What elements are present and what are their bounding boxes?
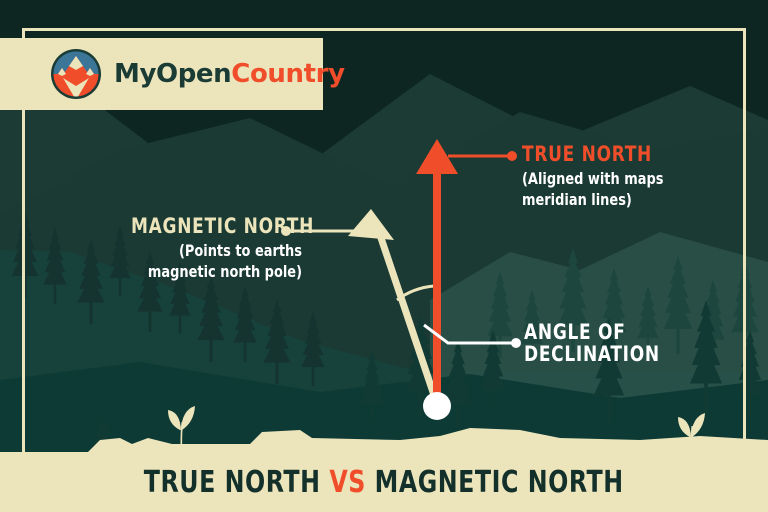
angle-of-declination-leader	[423, 323, 521, 348]
sprout-left-icon	[168, 406, 195, 444]
footer-title-part2: MAGNETIC NORTH	[366, 464, 624, 500]
footer-title-vs: VS	[329, 464, 367, 500]
true-north-subtitle-line2: meridian lines)	[522, 190, 632, 210]
angle-of-declination-title-line2: DECLINATION	[524, 341, 660, 366]
annotation-magnetic-north: MAGNETIC NORTH (Points to earths magneti…	[112, 214, 315, 282]
magnetic-north-subtitle-line1: (Points to earths	[178, 240, 302, 260]
true-north-title: TRUE NORTH	[522, 142, 653, 166]
logo-word-country: Country	[231, 59, 345, 89]
pivot-point	[423, 392, 451, 420]
annotation-angle-of-declination: ANGLE OF DECLINATION	[524, 320, 675, 366]
logo-wordmark: MyOpenCountry	[114, 59, 345, 89]
true-north-subtitle-line1: (Aligned with maps	[522, 168, 664, 188]
angle-of-declination-title-line1: ANGLE OF	[524, 320, 626, 344]
mountain-circle-logo-icon	[51, 49, 101, 99]
right-hill	[430, 232, 768, 400]
magnetic-north-subtitle-line2: magnetic north pole)	[147, 262, 302, 282]
true-north-leader	[448, 151, 517, 161]
logo-word-myopen: MyOpen	[114, 59, 232, 89]
sprout-right-icon	[678, 413, 705, 450]
magnetic-north-arrow	[348, 209, 441, 406]
footer-title-part1: TRUE NORTH	[144, 464, 330, 500]
annotation-true-north: TRUE NORTH (Aligned with maps meridian l…	[522, 142, 679, 210]
footer-title: TRUE NORTH VS MAGNETIC NORTH	[144, 465, 624, 500]
true-north-arrow	[416, 139, 458, 406]
magnetic-north-leader	[281, 226, 368, 236]
logo-banner[interactable]: MyOpenCountry	[0, 38, 345, 110]
footer-banner: TRUE NORTH VS MAGNETIC NORTH	[0, 452, 768, 512]
magnetic-north-title: MAGNETIC NORTH	[131, 214, 315, 238]
